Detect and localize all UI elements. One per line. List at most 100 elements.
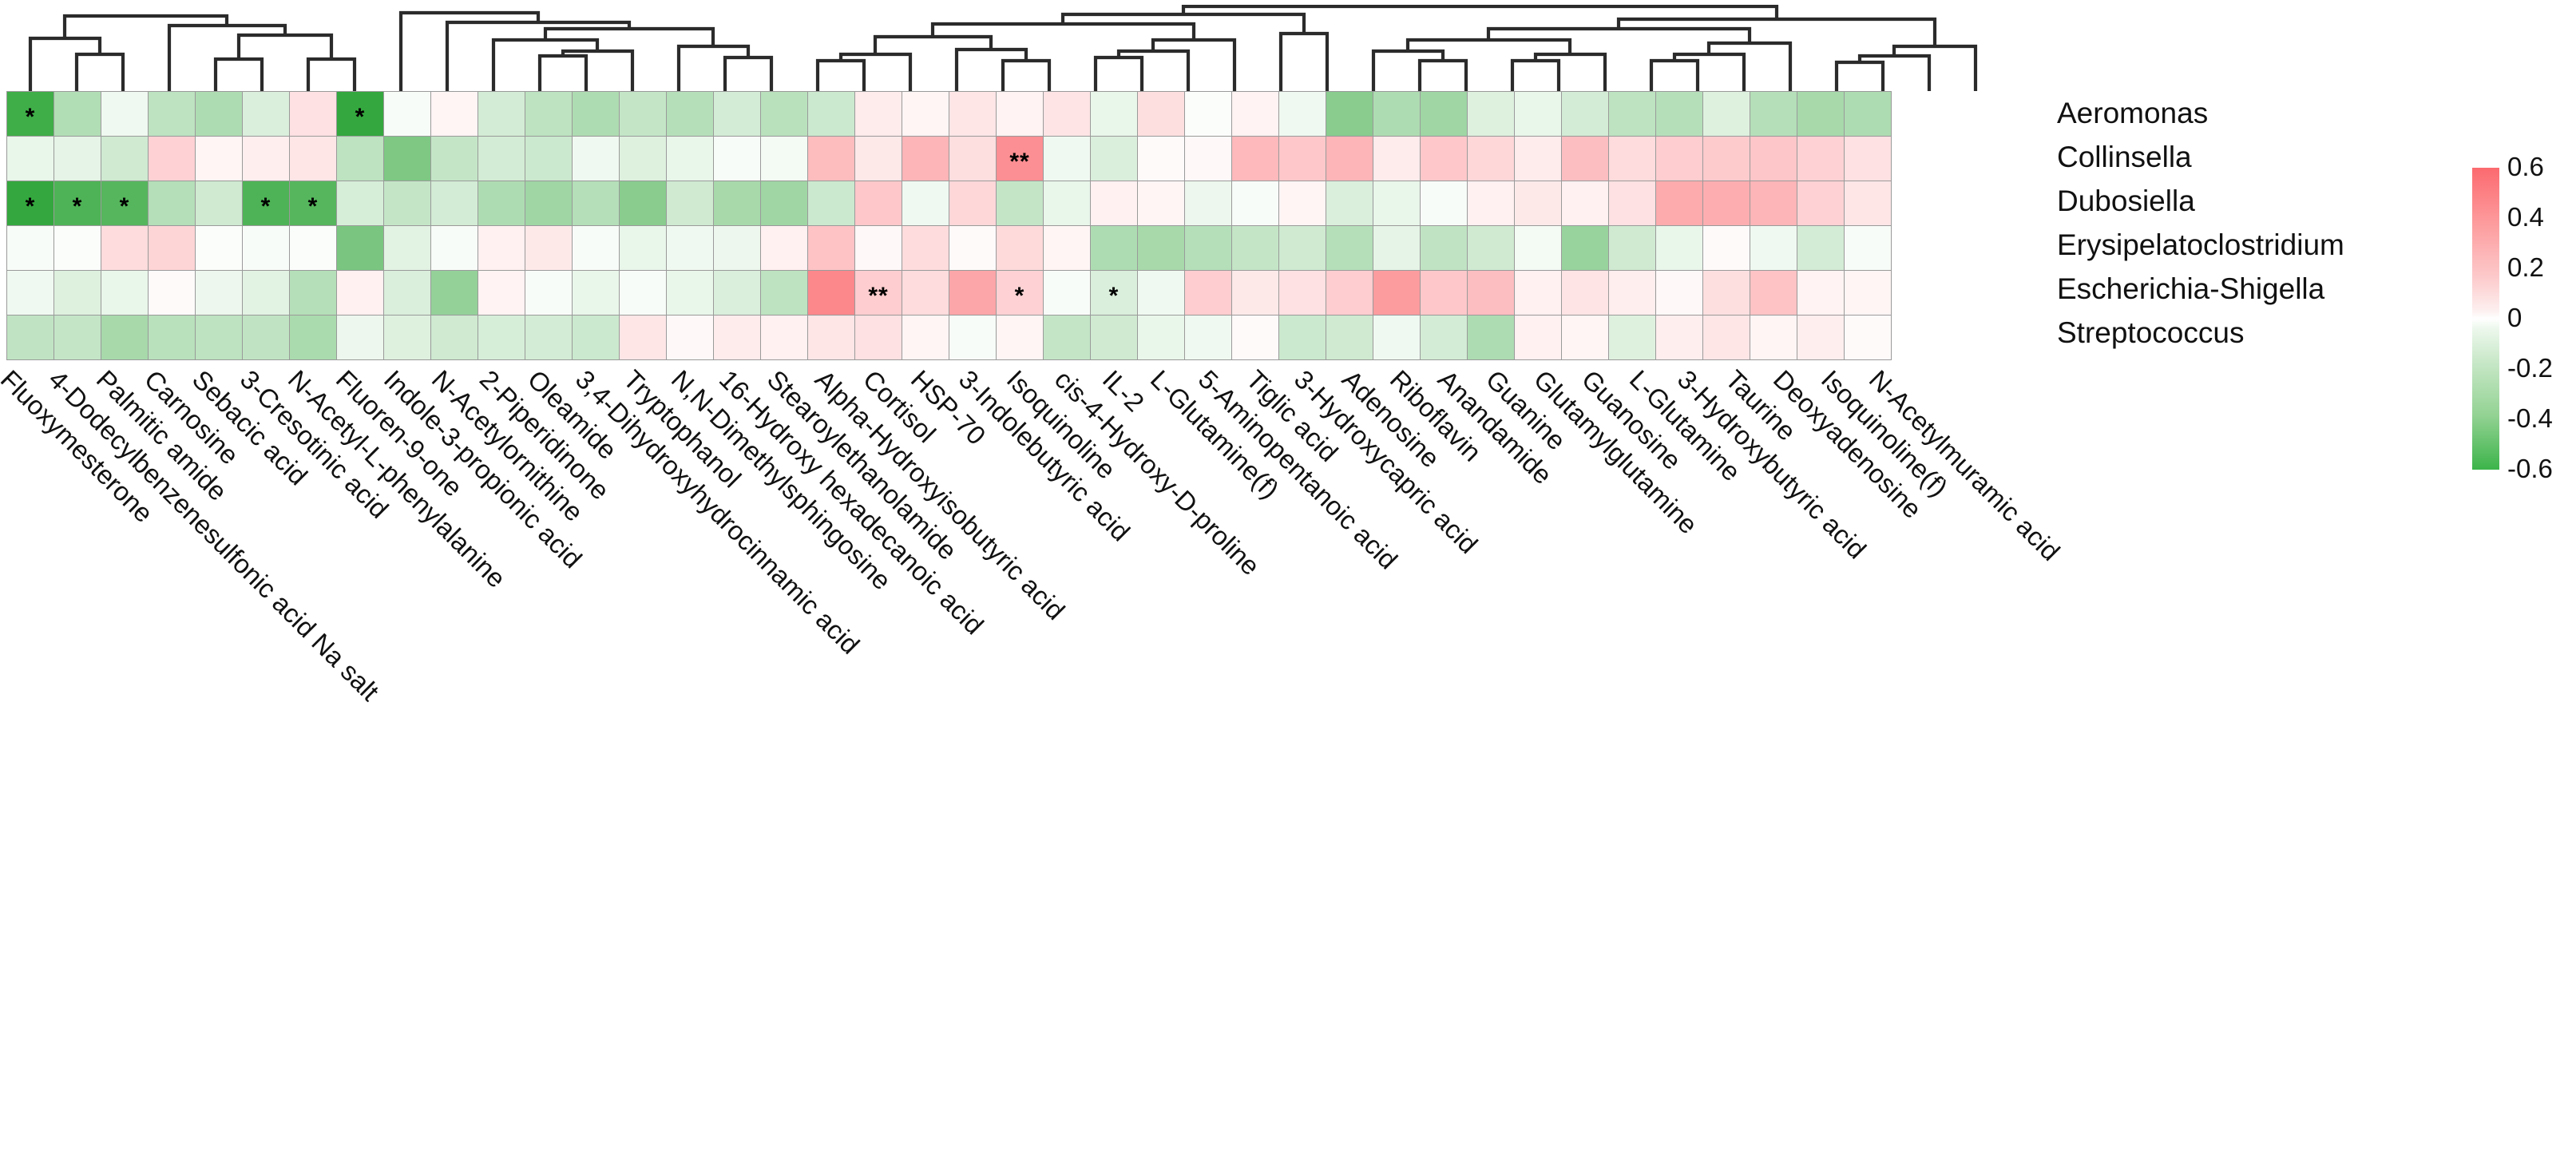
heatmap-cell — [195, 181, 243, 226]
heatmap-cell — [101, 270, 149, 316]
heatmap-cell — [1514, 91, 1562, 137]
heatmap-cell — [148, 91, 196, 137]
heatmap-cell — [1326, 315, 1373, 360]
heatmap-cell — [902, 91, 949, 137]
heatmap-cell — [148, 270, 196, 316]
heatmap-cell — [1797, 136, 1845, 181]
heatmap-cell — [902, 270, 949, 316]
heatmap-cell — [242, 136, 290, 181]
heatmap-cell — [713, 225, 761, 271]
row-label: Streptococcus — [2057, 316, 2245, 349]
heatmap-cell — [1702, 270, 1750, 316]
heatmap-grid: ************* — [6, 91, 1892, 360]
heatmap-cell — [666, 315, 714, 360]
row-label: Aeromonas — [2057, 97, 2209, 129]
heatmap-cell — [430, 91, 478, 137]
heatmap-cell — [289, 270, 337, 316]
heatmap-cell — [1137, 136, 1185, 181]
significance-marker: * — [260, 192, 271, 220]
heatmap-cell — [996, 91, 1044, 137]
heatmap-cell — [854, 136, 902, 181]
colorbar-tick-label: -0.2 — [2507, 353, 2553, 383]
significance-marker: * — [72, 192, 83, 220]
heatmap-cell — [336, 315, 384, 360]
heatmap-cell: * — [242, 181, 290, 226]
heatmap-cell — [949, 181, 997, 226]
heatmap-cell — [1137, 270, 1185, 316]
heatmap-cell — [1844, 315, 1892, 360]
heatmap-cell — [1090, 181, 1138, 226]
heatmap-cell — [807, 91, 855, 137]
heatmap-cell — [1514, 315, 1562, 360]
heatmap-cell — [383, 315, 431, 360]
heatmap-cell — [666, 270, 714, 316]
heatmap-cell — [6, 225, 54, 271]
heatmap-cell — [854, 181, 902, 226]
heatmap-cell — [1278, 136, 1326, 181]
heatmap-cell — [1844, 181, 1892, 226]
heatmap-cell — [760, 225, 808, 271]
heatmap-cell — [619, 225, 667, 271]
heatmap-row — [6, 315, 1892, 360]
heatmap-cell — [760, 91, 808, 137]
heatmap-cell — [807, 181, 855, 226]
colorbar-tick-label: 0.6 — [2507, 152, 2544, 181]
heatmap-cell — [430, 136, 478, 181]
heatmap-cell — [1137, 181, 1185, 226]
heatmap-cell — [1231, 136, 1279, 181]
heatmap-cell — [1702, 181, 1750, 226]
heatmap-cell — [713, 91, 761, 137]
heatmap-cell — [1043, 315, 1091, 360]
heatmap-cell — [195, 225, 243, 271]
heatmap-cell — [949, 91, 997, 137]
heatmap-cell — [54, 225, 101, 271]
heatmap-cell — [242, 225, 290, 271]
significance-marker: ** — [1009, 148, 1030, 175]
heatmap-cell — [478, 225, 525, 271]
heatmap-cell — [1231, 181, 1279, 226]
heatmap-cell — [1184, 270, 1232, 316]
heatmap-cell — [1467, 315, 1515, 360]
heatmap-cell — [289, 315, 337, 360]
heatmap-cell — [1750, 225, 1797, 271]
heatmap-cell — [1137, 315, 1185, 360]
heatmap-cell — [148, 181, 196, 226]
heatmap-cell — [242, 315, 290, 360]
heatmap-cell — [572, 136, 620, 181]
heatmap-cell: * — [6, 181, 54, 226]
significance-marker: * — [25, 103, 36, 130]
heatmap-cell — [1231, 315, 1279, 360]
heatmap-cell — [525, 136, 573, 181]
heatmap-cell — [902, 181, 949, 226]
heatmap-cell — [1326, 270, 1373, 316]
heatmap-cell — [1373, 136, 1421, 181]
heatmap-cell — [1844, 225, 1892, 271]
heatmap-cell — [101, 225, 149, 271]
heatmap-cell — [713, 181, 761, 226]
heatmap-cell — [6, 315, 54, 360]
heatmap-cell — [1561, 136, 1609, 181]
heatmap-cell — [148, 315, 196, 360]
heatmap-cell — [1608, 225, 1656, 271]
heatmap-cell — [1608, 91, 1656, 137]
heatmap-cell — [1608, 136, 1656, 181]
heatmap-cell — [6, 136, 54, 181]
heatmap-cell — [1090, 136, 1138, 181]
heatmap-cell — [430, 270, 478, 316]
heatmap-cell — [525, 315, 573, 360]
column-dendrogram — [6, 5, 2044, 91]
heatmap-cell — [336, 225, 384, 271]
heatmap-cell — [289, 91, 337, 137]
colorbar-gradient — [2472, 168, 2499, 470]
heatmap-cell — [1797, 315, 1845, 360]
heatmap-cell — [1043, 270, 1091, 316]
heatmap-cell — [1844, 91, 1892, 137]
heatmap-cell — [666, 225, 714, 271]
heatmap-cell — [1184, 91, 1232, 137]
colorbar-tick-label: 0 — [2507, 303, 2522, 332]
heatmap-cell — [1326, 136, 1373, 181]
heatmap-cell — [1420, 91, 1468, 137]
heatmap-cell — [1184, 225, 1232, 271]
heatmap-cell — [1090, 91, 1138, 137]
